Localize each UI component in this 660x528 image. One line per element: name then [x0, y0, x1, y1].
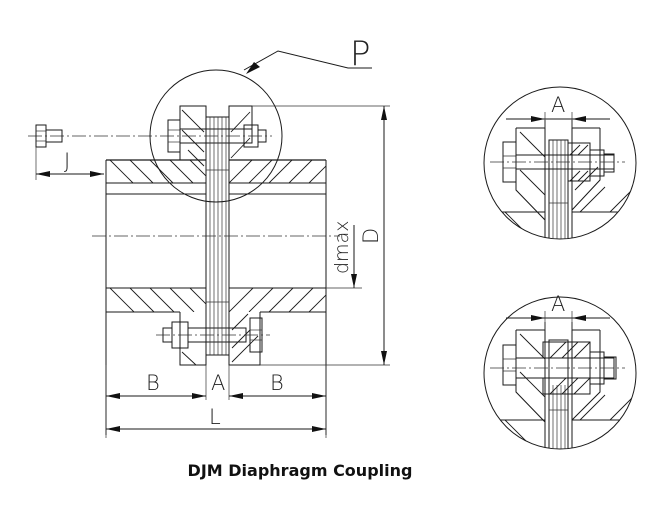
- hatch-bottom-right: [229, 288, 326, 312]
- dim-b-left-label: B: [146, 371, 160, 395]
- dim-l-label: L: [209, 405, 221, 429]
- hatch-top-left: [109, 160, 206, 183]
- detail-view-b-gap-label: A: [551, 292, 565, 316]
- removed-bolt: [35, 124, 63, 148]
- dim-b-right-label: B: [270, 371, 284, 395]
- callout-arrowhead: [246, 62, 260, 74]
- dim-j-label: J: [64, 149, 70, 173]
- bottom-flange-assembly: [162, 288, 263, 366]
- detail-view-a: A: [483, 86, 637, 240]
- left-flange-top: [179, 105, 207, 183]
- dim-a-label: A: [211, 371, 225, 395]
- detail-view-a-gap-label: A: [551, 93, 565, 117]
- figure-caption: DJM Diaphragm Coupling: [187, 461, 413, 480]
- top-flange-assembly: [167, 105, 267, 183]
- right-flange-bottom: [228, 288, 261, 366]
- dim-dmax-label: dmax: [331, 221, 353, 274]
- dim-d-label: D: [359, 228, 383, 244]
- hatch-bottom-left: [109, 288, 206, 312]
- main-section-view: P J D dmax B: [28, 34, 390, 438]
- callout-leader: [243, 50, 372, 71]
- detail-label-p: P: [350, 34, 371, 74]
- detail-view-b: A: [483, 292, 637, 450]
- detail-circle-p: [149, 69, 283, 203]
- hatch-top-right: [229, 160, 326, 183]
